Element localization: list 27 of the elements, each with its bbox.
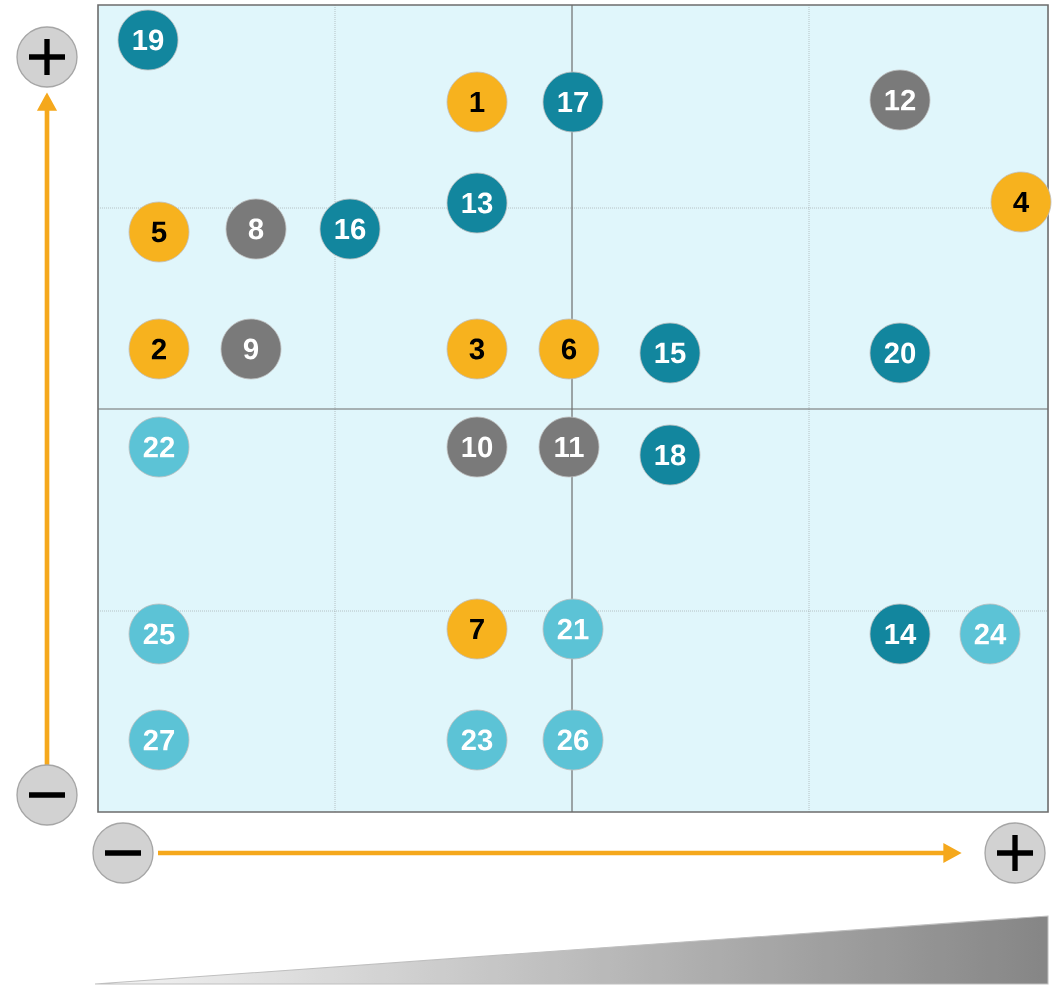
numbered-bubble: 24 — [959, 603, 1021, 665]
numbered-bubble: 10 — [446, 416, 508, 478]
numbered-bubble: 2 — [128, 318, 190, 380]
numbered-bubble: 21 — [542, 598, 604, 660]
numbered-bubble: 26 — [542, 709, 604, 771]
numbered-bubble: 12 — [869, 69, 931, 131]
numbered-bubble: 6 — [538, 318, 600, 380]
numbered-bubble: 1 — [446, 71, 508, 133]
numbered-bubble: 14 — [869, 603, 931, 665]
numbered-bubble: 7 — [446, 598, 508, 660]
numbered-bubble: 18 — [639, 424, 701, 486]
numbered-bubble: 11 — [538, 416, 600, 478]
numbered-bubble: 20 — [869, 322, 931, 384]
numbered-bubble: 16 — [319, 198, 381, 260]
numbered-bubble: 9 — [220, 318, 282, 380]
numbered-bubble: 5 — [128, 201, 190, 263]
numbered-bubble: 15 — [639, 322, 701, 384]
numbered-bubble: 17 — [542, 71, 604, 133]
numbered-bubble: 3 — [446, 318, 508, 380]
numbered-bubble: 13 — [446, 172, 508, 234]
numbered-bubble: 22 — [128, 416, 190, 478]
numbered-bubble: 27 — [128, 709, 190, 771]
numbered-bubble: 25 — [128, 603, 190, 665]
numbered-bubble: 19 — [117, 9, 179, 71]
numbered-bubble: 23 — [446, 709, 508, 771]
numbered-bubble: 4 — [990, 171, 1052, 233]
numbered-bubble: 8 — [225, 198, 287, 260]
